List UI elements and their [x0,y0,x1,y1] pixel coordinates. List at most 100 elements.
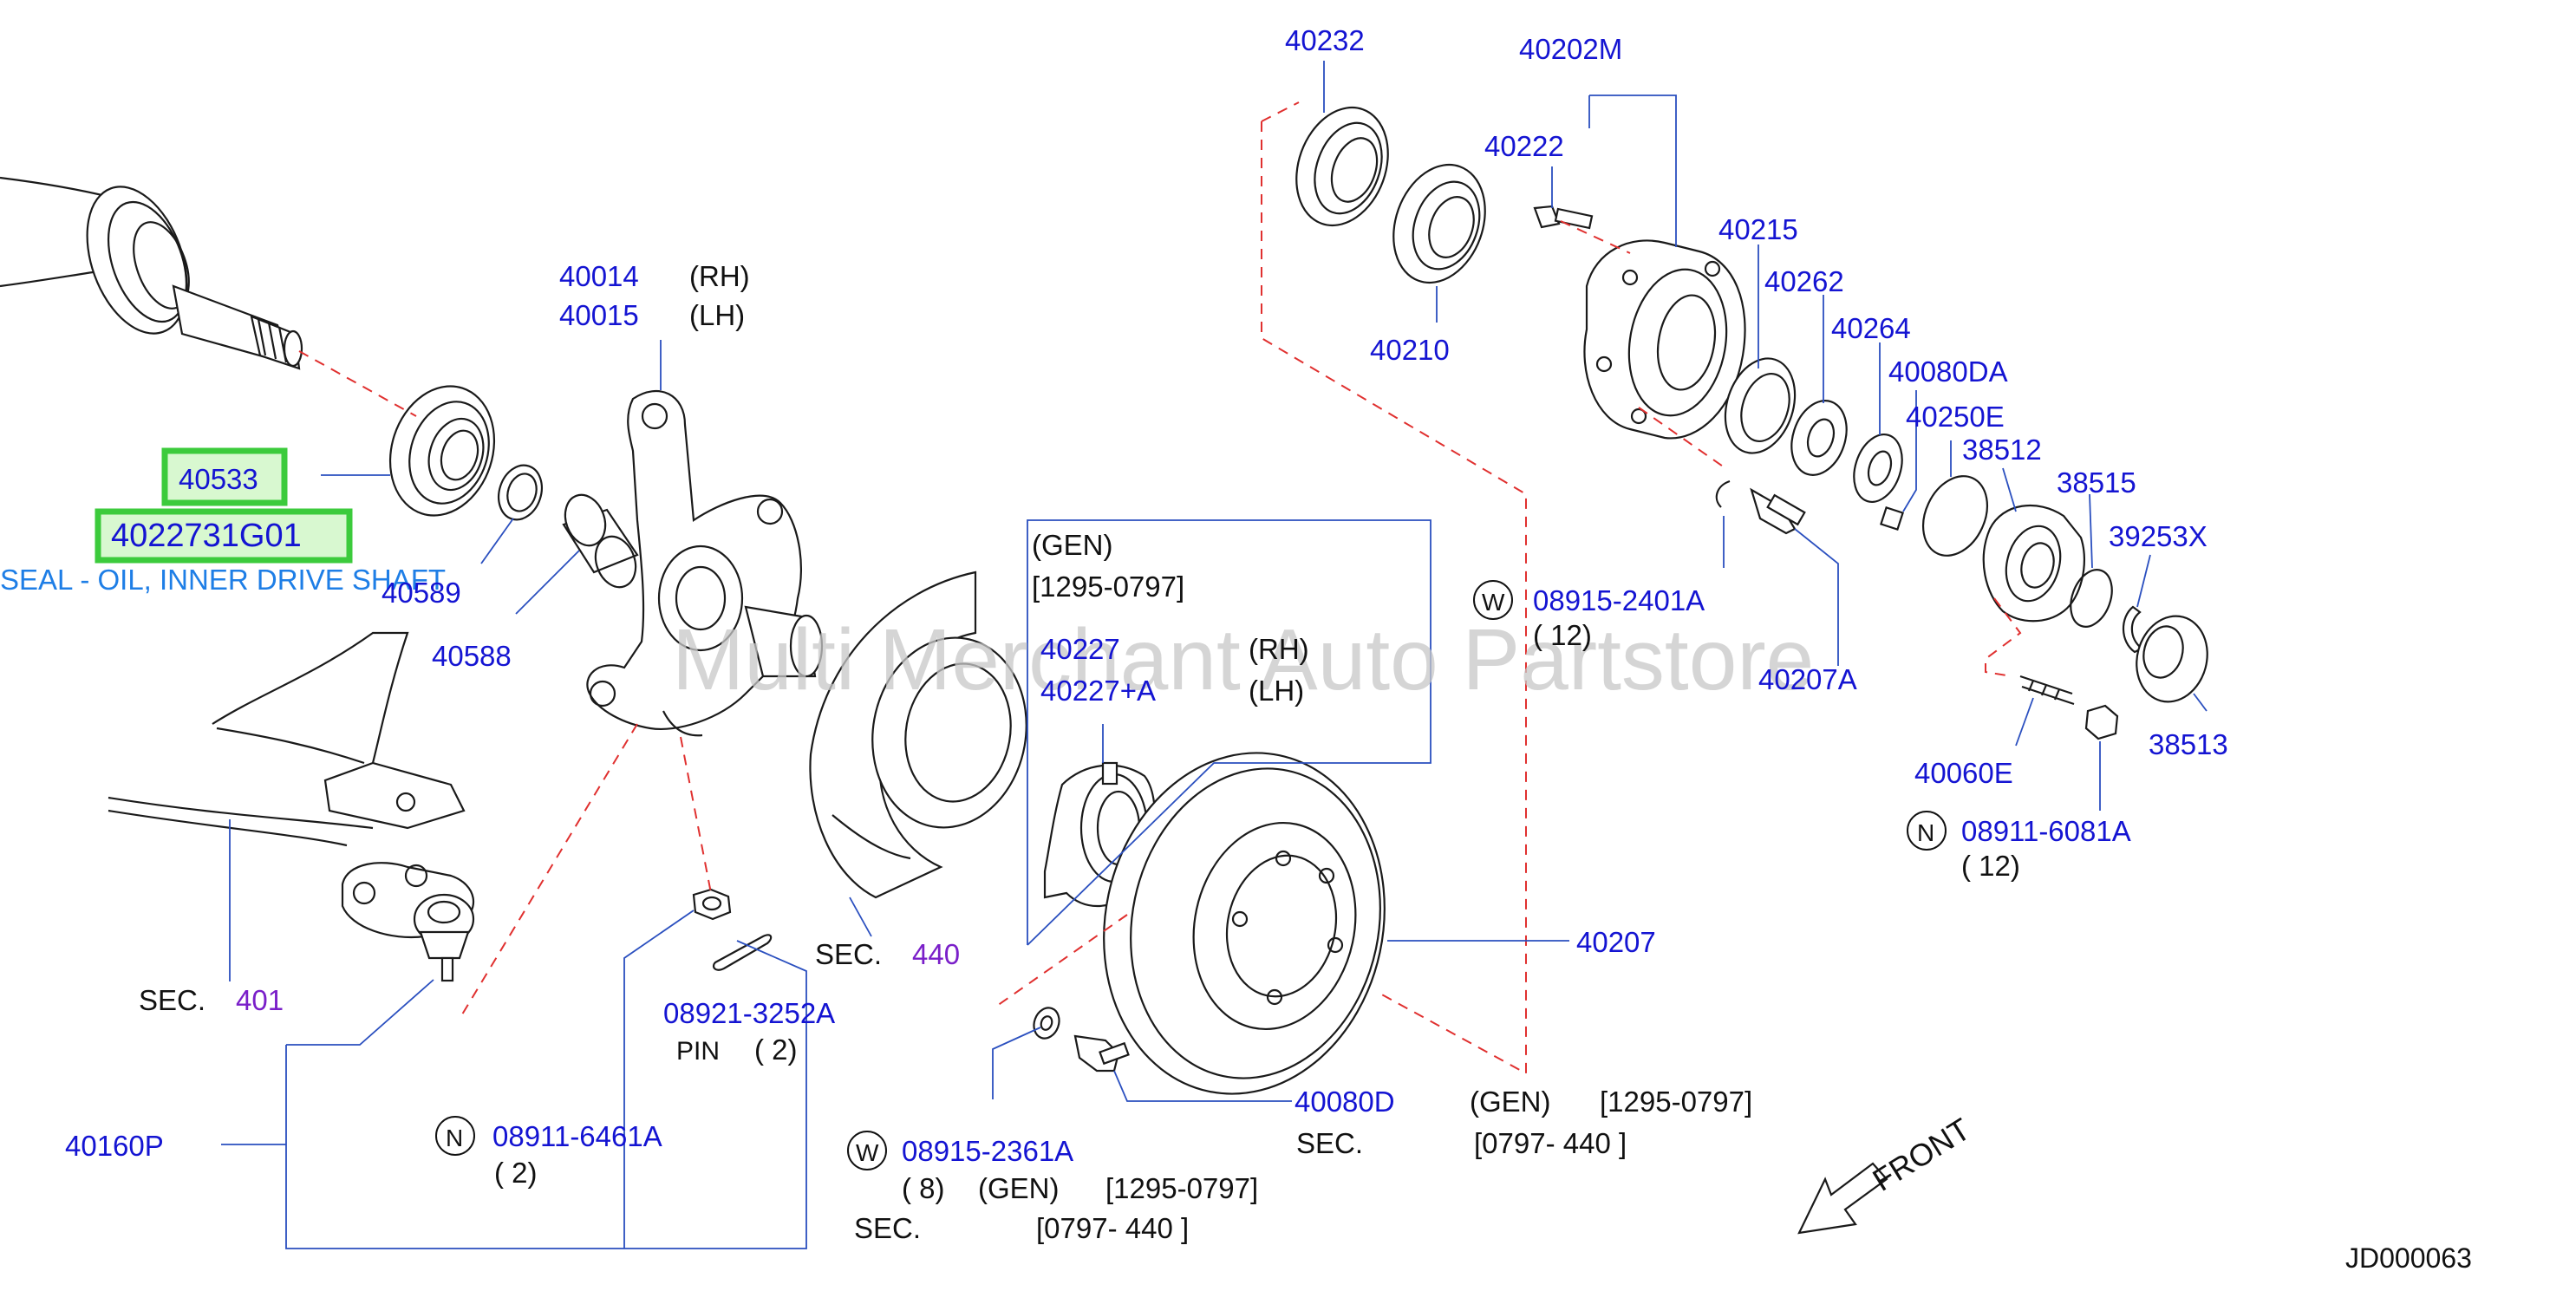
sec-ref-401[interactable]: 401 [236,984,284,1016]
snap-ring-39253x-drawing [2122,605,2143,654]
part-label-08911-6461a[interactable]: 08911-6461A [492,1120,662,1152]
sec-label-4: SEC. [854,1212,921,1244]
qty-label-12b: ( 12) [1961,850,2020,882]
part-label-40250e[interactable]: 40250E [1906,401,2005,433]
part-label-40080da[interactable]: 40080DA [1888,355,2008,388]
part-label-40015[interactable]: 40015 [559,299,639,331]
part-label-40160p[interactable]: 40160P [65,1130,164,1162]
part-label-4022731g01[interactable]: 4022731G01 [111,518,302,554]
rh-label-2: (RH) [1249,633,1309,665]
part-label-40080d[interactable]: 40080D [1295,1086,1395,1118]
sec-ref-440[interactable]: 440 [912,938,960,970]
part-label-38515[interactable]: 38515 [2057,466,2136,499]
dust-shield-drawing [809,571,1027,899]
part-label-08921-3252a[interactable]: 08921-3252A [663,997,835,1029]
part-label-08915-2401a[interactable]: 08915-2401A [1533,584,1705,616]
front-arrow-icon [1797,1162,1888,1235]
qty-label-2b: ( 2) [494,1157,538,1189]
part-label-40227a[interactable]: 40227+A [1040,675,1156,707]
part-label-08911-6081a[interactable]: 08911-6081A [1961,815,2131,847]
o-ring-38515-drawing [2070,569,2113,628]
qty-label-12a: ( 12) [1533,619,1592,651]
ball-joint-drawing [341,862,475,982]
washer-40262-drawing [1790,400,1848,476]
part-label-40232[interactable]: 40232 [1285,24,1365,56]
part-label-08915-2361a[interactable]: 08915-2361A [902,1135,1073,1167]
part-label-40588[interactable]: 40588 [432,640,512,672]
hub-cap-38513-drawing [2136,615,2208,703]
w-symbol-label: W [1482,589,1505,616]
hub-seal-drawing [1295,106,1389,227]
gen-label: (GEN) [1032,529,1113,561]
oil-seal-drawing [388,385,496,517]
seal-ring-drawing [498,464,543,521]
date-range-label-2: [1295-0797] [1600,1086,1752,1118]
part-label-40222[interactable]: 40222 [1484,130,1564,162]
part-label-40202m[interactable]: 40202M [1519,33,1622,65]
n-symbol-circle [1907,811,1947,851]
qty-label-8: ( 8) [902,1172,945,1204]
part-label-40060e[interactable]: 40060E [1914,757,2013,789]
part-label-40210[interactable]: 40210 [1370,334,1450,366]
part-description: SEAL - OIL, INNER DRIVE SHAFT [0,564,446,596]
pin-label: PIN [676,1037,720,1066]
highlight-box-4022731g01 [95,508,353,564]
rh-label: (RH) [689,260,750,292]
part-label-40264[interactable]: 40264 [1831,312,1911,344]
date-range-label-4: [1295-0797] [1105,1172,1258,1204]
part-label-40215[interactable]: 40215 [1718,213,1798,245]
assembly-dashed-lines [298,101,2022,1075]
qty-label-2a: ( 2) [754,1033,798,1066]
gen-label-3: (GEN) [978,1172,1060,1204]
lock-washer-40264-drawing [1853,434,1903,503]
nut-and-pin-drawing [692,888,773,971]
nut-6081a-drawing [2084,704,2119,740]
free-hub-drawing [1982,504,2085,623]
date-range-label-3: [0797- 440 ] [1474,1127,1627,1159]
part-label-38513[interactable]: 38513 [2149,728,2228,760]
gen-label-2: (GEN) [1470,1086,1551,1118]
w-symbol-circle [1473,580,1513,620]
washer-40207a-drawing [1715,479,1806,535]
part-label-40014[interactable]: 40014 [559,260,639,292]
part-label-38512[interactable]: 38512 [1962,434,2042,466]
sec-label-401: SEC. [139,984,205,1016]
part-label-40533[interactable]: 40533 [179,463,258,495]
lh-label-2: (LH) [1249,675,1304,707]
n-symbol-label-2: N [446,1125,463,1151]
n-symbol-circle-2 [435,1116,475,1156]
diagram-code: JD000063 [2345,1242,2472,1274]
lower-arm-drawing [108,631,466,847]
front-label: FRONT [1867,1111,1977,1197]
sec-label-440: SEC. [815,938,882,970]
part-label-40227[interactable]: 40227 [1040,633,1120,665]
stud-40060e-drawing [2019,675,2075,706]
sec-label-3: SEC. [1296,1127,1363,1159]
w-symbol-circle-2 [847,1131,887,1170]
drive-shaft-drawing [0,176,303,370]
date-range-label-5: [0797- 440 ] [1036,1212,1189,1244]
part-label-39253x[interactable]: 39253X [2109,520,2208,552]
part-label-40262[interactable]: 40262 [1764,265,1844,297]
hub-bolt-drawing [1533,205,1594,230]
highlight-box-40533 [161,447,288,506]
part-label-40207a[interactable]: 40207A [1758,663,1857,695]
leader-lines [221,61,2208,1249]
lh-label: (LH) [689,299,745,331]
w-symbol-label-2: W [856,1139,879,1166]
n-symbol-label: N [1917,819,1934,846]
part-label-40589[interactable]: 40589 [382,577,461,609]
watermark: Multi Merchant Auto Partstore [672,611,1814,708]
brake-disc-drawing [1103,752,1386,1095]
screw-40080da-drawing [1880,506,1904,531]
bolt-40080d-drawing [1033,1007,1130,1073]
part-label-40207[interactable]: 40207 [1576,926,1656,958]
date-range-label: [1295-0797] [1032,571,1184,603]
knuckle-drawing [586,390,824,737]
cap-40250e-drawing [1922,475,1988,557]
outer-bearing-drawing [1724,357,1797,454]
hub-bearing-drawing [1392,163,1486,284]
wheel-hub-drawing [1583,239,1746,440]
